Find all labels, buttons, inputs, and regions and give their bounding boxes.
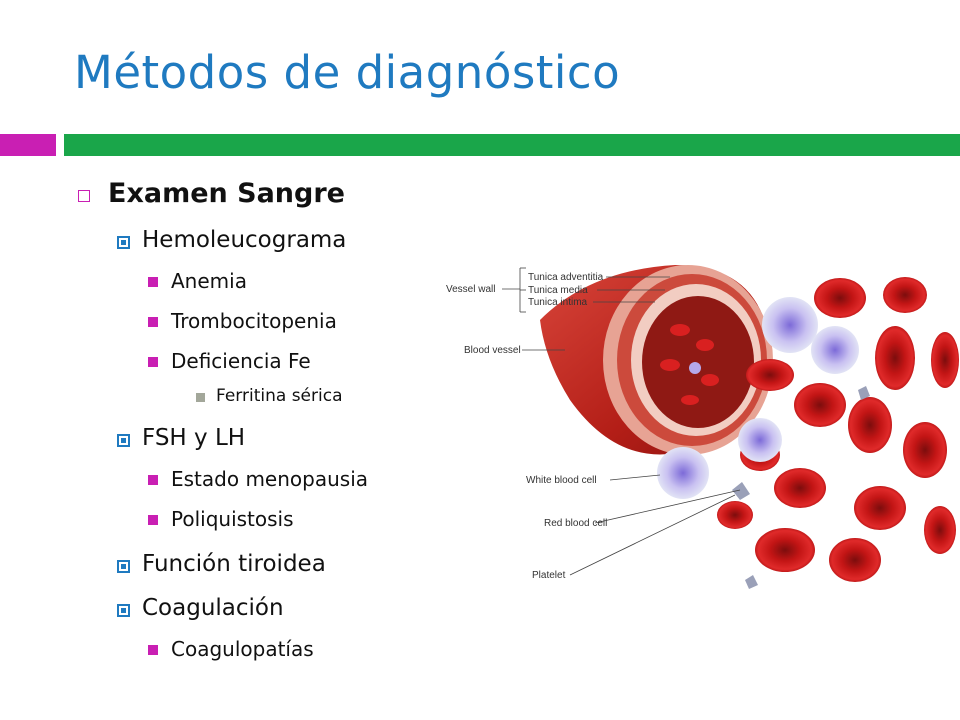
square-bullet-icon [117, 236, 130, 249]
bullet-anemia: Anemia [171, 269, 247, 293]
label-tunica-intima: Tunica intima [528, 297, 588, 308]
blood-vessel-illustration: Vessel wall Tunica adventitia Tunica med… [446, 265, 959, 589]
label-tunica-adventitia: Tunica adventitia [528, 272, 604, 283]
label-leader-lines [502, 267, 741, 576]
hollow-square-bullet-icon [78, 190, 90, 202]
bullet-fsh-lh: FSH y LH [142, 425, 246, 451]
accent-bar-green [64, 134, 960, 156]
square-bullet-icon [117, 434, 130, 447]
bullet-coagulacion: Coagulación [142, 595, 284, 621]
bullet-ferritina-serica: Ferritina sérica [216, 386, 343, 406]
bullet-estado-menopausia: Estado menopausia [171, 467, 369, 491]
label-blood-vessel: Blood vessel [464, 345, 521, 356]
bullet-trombocitopenia: Trombocitopenia [171, 309, 337, 333]
white-blood-cells [657, 297, 859, 499]
label-platelet: Platelet [532, 570, 566, 581]
label-red-blood-cell: Red blood cell [544, 518, 607, 529]
accent-bar-magenta [0, 134, 56, 156]
bullet-deficiencia-fe: Deficiencia Fe [171, 349, 311, 373]
bullet-outline: Examen Sangre Hemoleucograma Anemia Trom… [0, 0, 440, 720]
square-bullet-icon [117, 604, 130, 617]
filled-square-bullet-icon [148, 475, 158, 485]
bullet-examen-sangre: Examen Sangre [108, 178, 345, 209]
filled-square-bullet-icon [148, 357, 158, 367]
blood-vessel-shape [540, 265, 773, 455]
label-tunica-media: Tunica media [528, 285, 588, 296]
label-vessel-wall: Vessel wall [446, 284, 495, 295]
bullet-coagulopatias: Coagulopatías [171, 637, 314, 661]
filled-square-bullet-icon [148, 515, 158, 525]
gray-square-bullet-icon [196, 393, 205, 402]
label-white-blood-cell: White blood cell [526, 475, 597, 486]
square-bullet-icon [117, 560, 130, 573]
platelets [732, 386, 870, 589]
filled-square-bullet-icon [148, 645, 158, 655]
bullet-hemoleucograma: Hemoleucograma [142, 227, 347, 253]
bullet-poliquistosis: Poliquistosis [171, 507, 294, 531]
slide-title: Métodos de diagnóstico [74, 46, 621, 99]
filled-square-bullet-icon [148, 317, 158, 327]
bullet-funcion-tiroidea: Función tiroidea [142, 551, 326, 577]
filled-square-bullet-icon [148, 277, 158, 287]
